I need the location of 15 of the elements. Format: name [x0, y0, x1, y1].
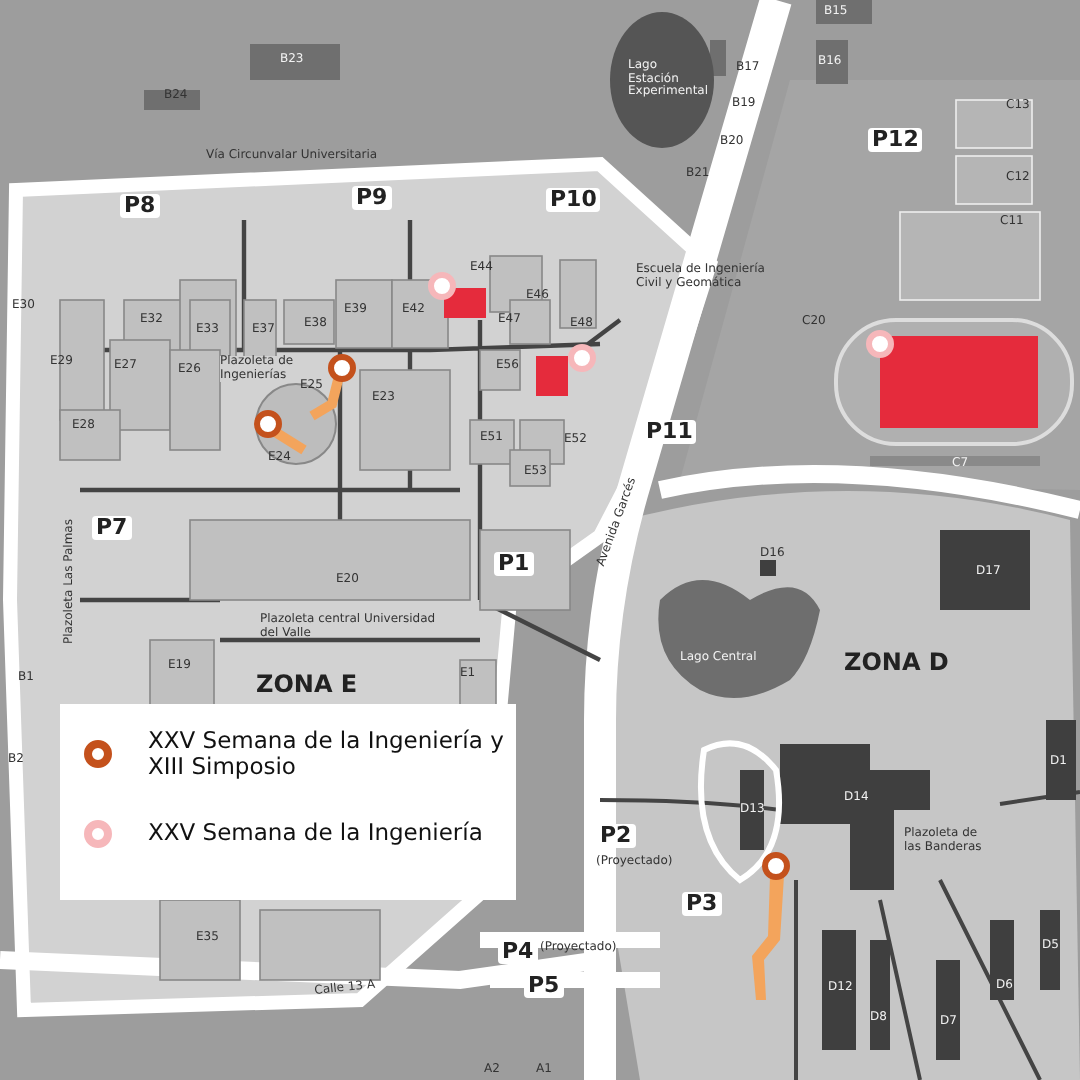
parking-label: P10	[546, 188, 601, 213]
parking-label: P11	[642, 420, 697, 445]
parking-label: P2	[596, 824, 636, 849]
parking-label: P4	[498, 940, 538, 965]
legend-text: XXV Semana de la Ingeniería	[148, 820, 485, 848]
zone-label: ZONA D	[844, 650, 949, 677]
parking-label: P5	[524, 974, 564, 999]
parking-label: P12	[868, 128, 923, 153]
parking-label: P8	[120, 194, 160, 219]
parking-label: P1	[494, 552, 534, 577]
legend-text: XXV Semana de la Ingeniería y XIII Simposio	[148, 728, 506, 781]
zone-label: ZONA E	[256, 672, 358, 699]
parking-label: P9	[352, 186, 392, 211]
parking-label: P3	[682, 892, 722, 917]
parking-label: P7	[92, 516, 132, 541]
